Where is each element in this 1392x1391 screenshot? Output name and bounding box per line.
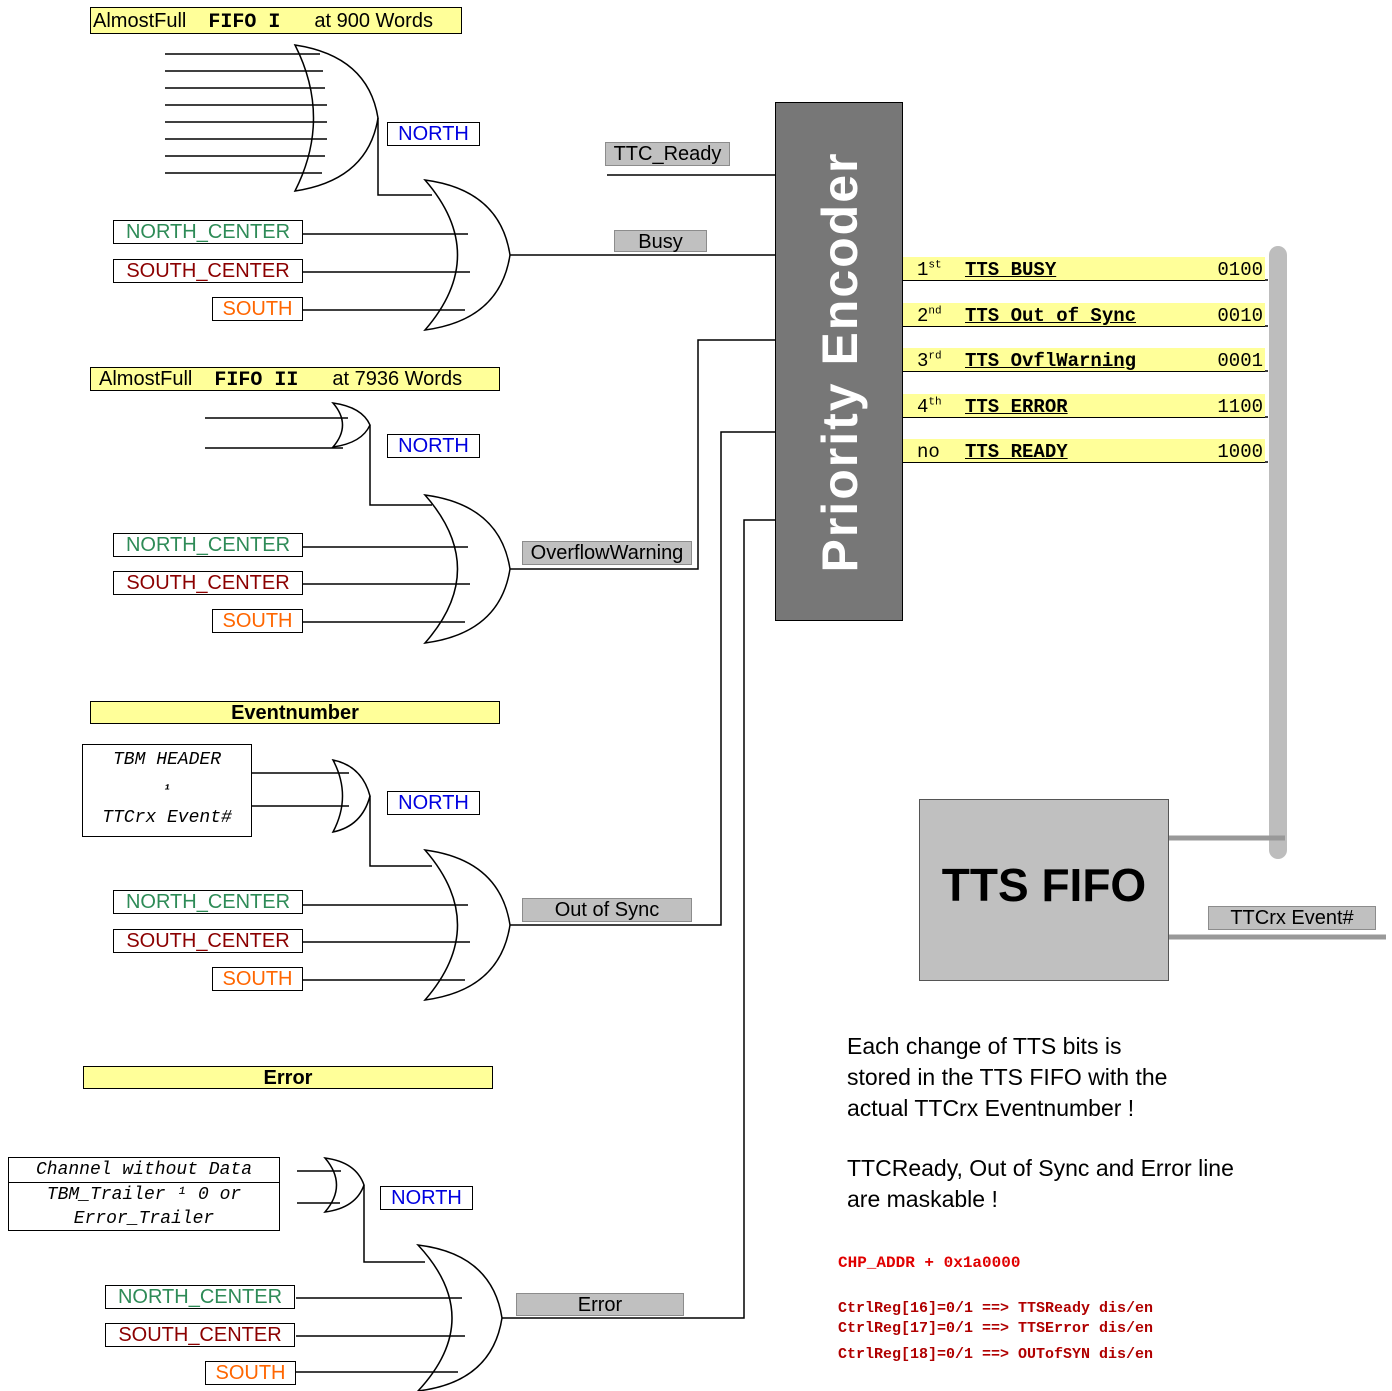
signal-error: Error: [516, 1293, 684, 1316]
priority-encoder: Priority Encoder: [775, 102, 903, 621]
north-wire: [363, 1185, 425, 1263]
signal-ttc-ready: TTC_Ready: [605, 142, 730, 166]
tts-output-out-of-sync: 2nd TTS_Out_of_Sync 0010: [903, 303, 1265, 327]
input-south: SOUTH: [212, 297, 303, 321]
register-17: CtrlReg[17]=0/1 ==> TTSError dis/en: [838, 1320, 1154, 1337]
overflow-wire: [510, 339, 775, 570]
input-south: SOUTH: [212, 967, 303, 991]
tts-output-ovfl-warning: 3rd TTS_OvflWarning 0001: [903, 348, 1265, 372]
register-address: CHP_ADDR + 0x1a0000: [838, 1254, 1021, 1272]
north-wire: [369, 425, 432, 506]
input-north: NORTH: [380, 1186, 473, 1210]
signal-busy: Busy: [614, 230, 707, 252]
encoder-title: Priority Encoder: [812, 151, 868, 573]
out-of-sync-wire: [510, 431, 775, 926]
input-north-center: NORTH_CENTER: [113, 533, 303, 557]
north-wire: [369, 796, 432, 867]
register-18: CtrlReg[18]=0/1 ==> OUTofSYN dis/en: [838, 1346, 1154, 1363]
error-source: Channel without Data TBM_Trailer ¹ 0 or …: [8, 1157, 280, 1231]
or-gate-out-of-sync: [423, 848, 511, 1002]
tts-output-busy: 1st TTS_BUSY 0100: [903, 257, 1265, 281]
input-south-center: SOUTH_CENTER: [113, 929, 303, 953]
tts-fifo: TTS FIFO: [919, 799, 1169, 981]
eventnumber-title: Eventnumber: [90, 701, 500, 724]
or-gate-overflow: [423, 493, 511, 645]
notes-paragraph-1: Each change of TTS bits is stored in the…: [847, 1033, 1168, 1121]
input-south: SOUTH: [205, 1361, 296, 1385]
input-north: NORTH: [387, 434, 480, 458]
error-title: Error: [83, 1066, 493, 1089]
input-north-center: NORTH_CENTER: [113, 220, 303, 244]
north-wire: [377, 118, 432, 196]
tts-fifo-title: TTS FIFO: [941, 859, 1147, 911]
input-south: SOUTH: [212, 609, 303, 633]
or-gate-error-north: [323, 1157, 365, 1213]
tbm-header-source: TBM HEADER ¹ TTCrx Event#: [82, 744, 252, 837]
error-wire: [502, 519, 775, 1319]
register-16: CtrlReg[16]=0/1 ==> TTSReady dis/en: [838, 1300, 1154, 1317]
input-north-center: NORTH_CENTER: [113, 890, 303, 914]
input-south-center: SOUTH_CENTER: [105, 1323, 295, 1347]
signal-overflow: OverflowWarning: [522, 541, 692, 565]
or-gate-error: [416, 1244, 503, 1391]
input-north-center: NORTH_CENTER: [105, 1285, 295, 1309]
input-south-center: SOUTH_CENTER: [113, 571, 303, 595]
input-north: NORTH: [387, 122, 480, 146]
signal-ttcrx-event: TTCrx Event#: [1208, 906, 1376, 930]
tts-output-error: 4th TTS_ERROR 1100: [903, 394, 1265, 418]
or-gate-fifo2-north: [331, 401, 371, 449]
notes-paragraph-2: TTCReady, Out of Sync and Error line are…: [847, 1155, 1234, 1212]
tts-output-ready: no TTS_READY 1000: [903, 439, 1265, 463]
or-gate-eventnumber-north: [331, 758, 371, 834]
signal-out-of-sync: Out of Sync: [522, 898, 692, 922]
or-gate-busy: [423, 178, 511, 332]
input-north: NORTH: [387, 791, 480, 815]
input-south-center: SOUTH_CENTER: [113, 259, 303, 283]
or-gate-fifo1-north: [293, 44, 379, 192]
